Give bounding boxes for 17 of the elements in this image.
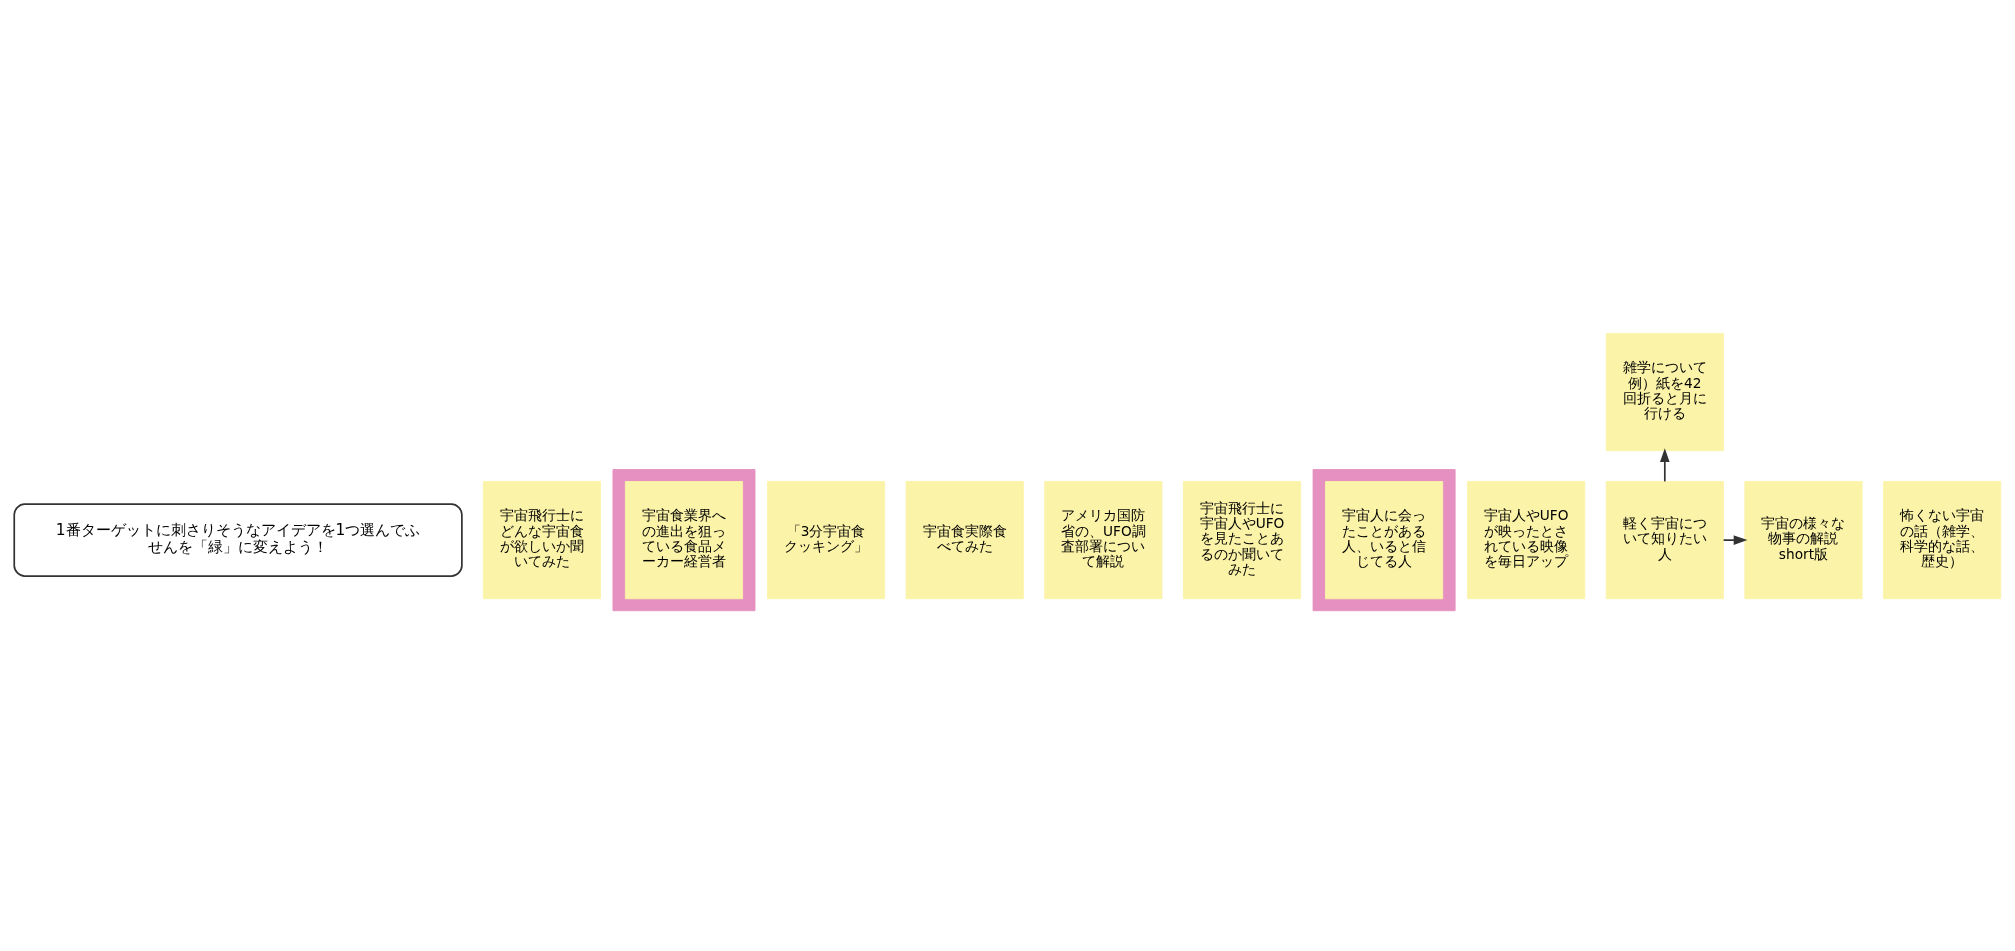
cluster: [1312, 469, 1456, 612]
node-box: 「3分宇宙食クッキング」: [767, 481, 886, 600]
node-box: 宇宙の様々な物事の解説short版: [1744, 481, 1863, 600]
node-box: 宇宙人に会ったことがある人、いると信じてる人: [1325, 481, 1444, 600]
node-box: 軽く宇宙について知りたい人: [1605, 481, 1724, 600]
node-box: 雑学について例）紙を42回折ると月に行ける: [1605, 333, 1724, 452]
node-box: 宇宙人やUFOが映ったとされている映像を毎日アップ: [1467, 481, 1586, 600]
arrow: [1660, 448, 1670, 483]
node-box: 宇宙飛行士にどんな宇宙食が欲しいか聞いてみた: [482, 481, 601, 600]
node-box: 宇宙食実際食べてみた: [905, 481, 1024, 600]
node-box: アメリカ国防省の、UFO調査部署について解説: [1044, 481, 1163, 600]
node-box: 宇宙飛行士に宇宙人やUFOを見たことあるのか聞いてみた: [1182, 481, 1302, 600]
node-box: 1番ターゲットに刺さりそうなアイデアを1つ選んでふせんを「緑」に変えよう！: [13, 503, 463, 577]
node-box: 宇宙食業界への進出を狙っている食品メーカー経営者: [624, 481, 744, 600]
arrow: [1722, 535, 1748, 545]
node-box: 怖くない宇宙の話（雑学、科学的な話、歴史）: [1883, 481, 2002, 600]
cluster: [612, 469, 756, 612]
